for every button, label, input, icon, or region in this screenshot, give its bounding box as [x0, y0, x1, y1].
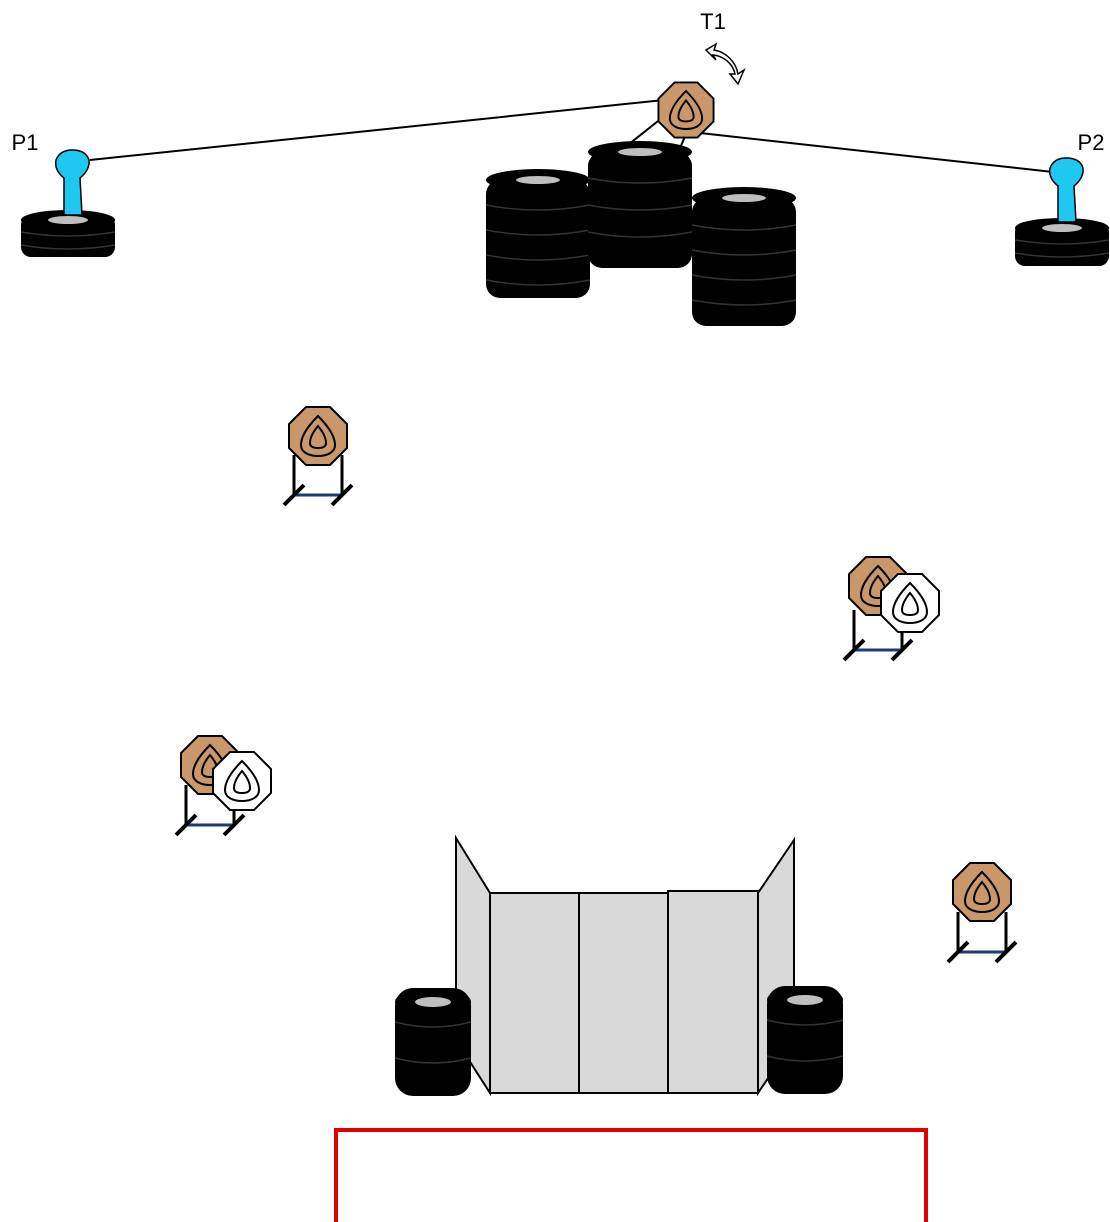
popper-p1	[20, 149, 116, 257]
label-t1: T1	[700, 9, 726, 34]
popper-p2	[1014, 157, 1110, 266]
tire-stack-center	[485, 141, 797, 326]
steel-target-stand-right	[946, 862, 1018, 964]
steel-paper-array-right	[842, 556, 940, 662]
activation-line-p1	[89, 99, 665, 161]
label-p1: P1	[12, 130, 39, 155]
label-p2: P2	[1078, 130, 1105, 155]
tire-stack-right	[766, 986, 844, 1094]
curved-double-arrow-icon	[704, 42, 746, 86]
wall-barricade-icon	[455, 834, 795, 1097]
tire-stack-left	[394, 988, 472, 1096]
shooting-box	[334, 1128, 928, 1222]
steel-target-stand-left	[282, 406, 354, 507]
steel-target-t1	[657, 81, 715, 139]
activation-line-p2	[699, 132, 1063, 174]
steel-paper-array-left	[174, 735, 272, 837]
